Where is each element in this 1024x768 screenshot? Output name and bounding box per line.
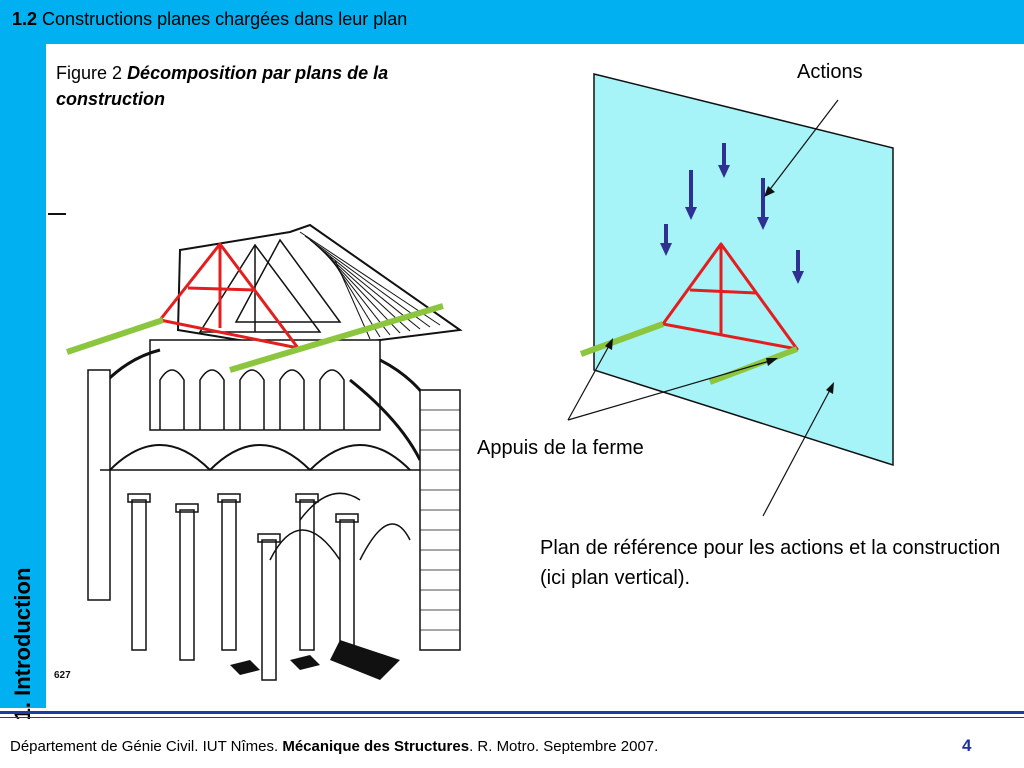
leader-lines bbox=[567, 99, 839, 517]
label-supports: Appuis de la ferme bbox=[477, 437, 644, 459]
cathedral-truss bbox=[158, 242, 300, 350]
section-title: Constructions planes chargées dans leur … bbox=[42, 9, 408, 29]
page-number: 4 bbox=[962, 736, 972, 755]
cathedral-support-left bbox=[66, 317, 164, 355]
figure-caption: Figure 2 Décomposition par plans de la c… bbox=[56, 60, 476, 112]
section-number: 1.2 bbox=[12, 9, 38, 29]
reference-plane bbox=[593, 73, 894, 467]
load-arrows bbox=[660, 143, 804, 284]
slide-title: 1.2 Constructions planes chargées dans l… bbox=[12, 9, 407, 30]
footer-department: Département de Génie Civil. IUT Nîmes. bbox=[10, 738, 279, 755]
truss-schematic bbox=[661, 242, 799, 351]
footer-course: Mécanique des Structures bbox=[282, 738, 470, 755]
footer-credits: Département de Génie Civil. IUT Nîmes. M… bbox=[10, 738, 658, 755]
support-left bbox=[579, 321, 665, 357]
footer-divider-thin bbox=[0, 717, 1024, 718]
figure-label: Figure 2 bbox=[56, 63, 123, 83]
section-sidebar: 1. Introduction bbox=[0, 44, 46, 720]
footer-author-date: . R. Motro. Septembre 2007. bbox=[469, 738, 659, 755]
title-bar: 1.2 Constructions planes chargées dans l… bbox=[0, 0, 1024, 44]
label-actions: Actions bbox=[797, 61, 863, 83]
label-reference-plane: Plan de référence pour les actions et la… bbox=[540, 537, 1001, 589]
cathedral-support-right bbox=[229, 303, 444, 373]
footer-divider bbox=[0, 711, 1024, 714]
figure-corner-number: 627 bbox=[54, 670, 71, 681]
figure-title: Décomposition par plans de la constructi… bbox=[56, 63, 389, 109]
cathedral-illustration bbox=[48, 213, 463, 681]
